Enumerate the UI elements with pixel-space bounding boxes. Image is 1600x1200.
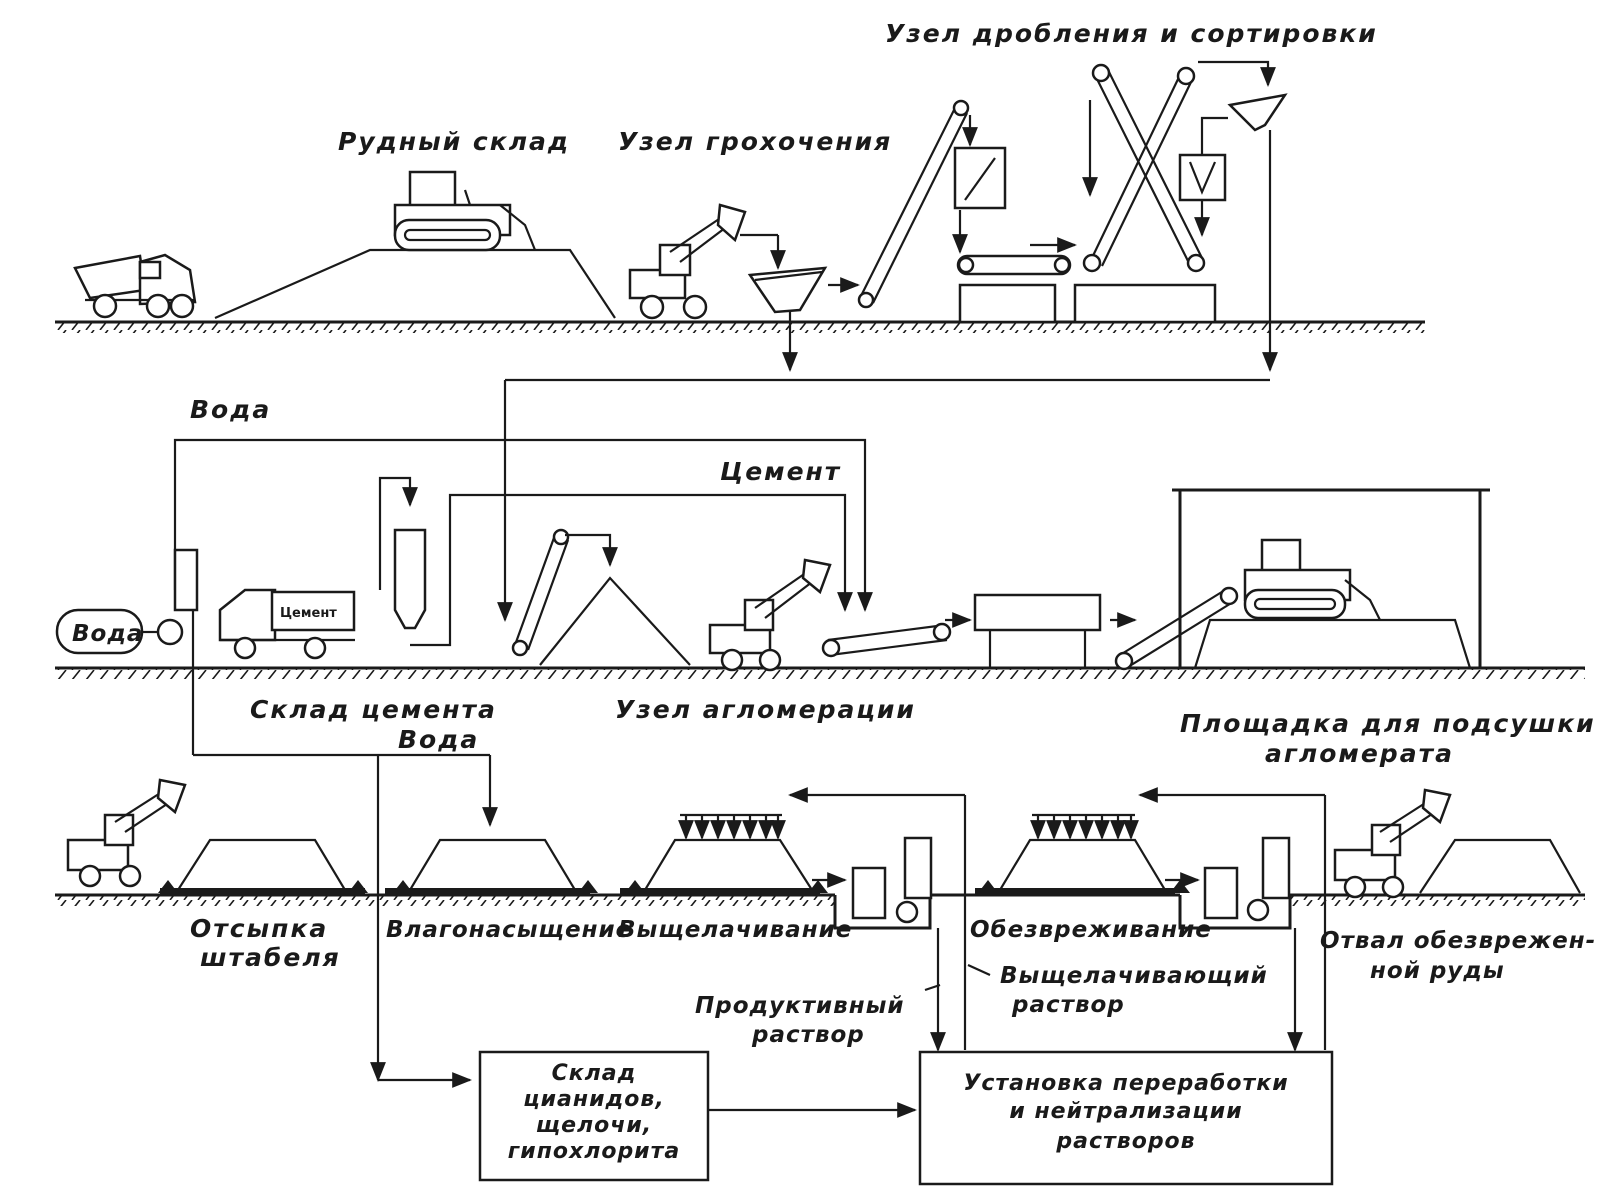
flow-line-solutions [708, 787, 1327, 1118]
reagents-storage-box: Склад цианидов, щелочи, гипохлорита [478, 1050, 710, 1182]
label-drying-pad-line1: Площадка для подсушки [1180, 709, 1596, 738]
pump-icon [142, 548, 199, 646]
excavator-icon [708, 558, 832, 672]
screen-icon [1073, 60, 1288, 372]
reagents-line4: гипохлорита [508, 1139, 680, 1164]
label-ore-storage: Рудный склад [338, 127, 570, 156]
processing-line1: Установка переработки [963, 1071, 1288, 1096]
label-rough-crushing: Узел грохочения [618, 127, 892, 156]
label-water-top: Вода [190, 395, 271, 424]
ground-level-1 [55, 320, 1425, 333]
reagents-line3: щелочи, [536, 1113, 652, 1138]
conveyor-icon [821, 593, 1137, 668]
label-neutralization: Обезвреживание [970, 917, 1212, 943]
flow-line-water [173, 438, 873, 1088]
saturation-pile [385, 838, 598, 894]
drying-pad-shed [1114, 488, 1490, 671]
conveyor-icon [857, 99, 970, 309]
processing-line2: и нейтрализации [1009, 1099, 1242, 1124]
reagents-line2: цианидов, [523, 1087, 664, 1112]
label-dump-line2: ной руды [1370, 958, 1505, 984]
label-crushing-sorting: Узел дробления и сортировки [885, 19, 1378, 48]
label-water-tank: Вода [72, 621, 143, 647]
ground-level-3 [55, 893, 1585, 930]
water-tank-icon: Вода [55, 608, 144, 655]
leaching-pile [620, 813, 828, 894]
bulldozer-icon [393, 170, 537, 252]
ore-storage-pile [214, 248, 616, 320]
label-cement-storage: Склад цемента [250, 695, 497, 724]
label-leach-solution-line1: Выщелачивающий [1000, 963, 1268, 989]
pump-icon [1165, 836, 1291, 922]
cement-truck-icon: Цемент [218, 588, 356, 660]
label-water-mid: Вода [398, 725, 479, 754]
label-productive-line1: Продуктивный [695, 993, 905, 1019]
silo-icon [378, 476, 853, 647]
excavator-icon [628, 203, 747, 320]
label-leaching: Выщелачивание [618, 917, 852, 943]
bulldozer-icon [1243, 538, 1381, 621]
reagents-line1: Склад [552, 1061, 637, 1086]
processing-line3: растворов [1055, 1129, 1195, 1154]
excavator-icon [66, 778, 187, 888]
label-heap-fill-line2: штабеля [200, 943, 341, 972]
neutralization-pile [975, 813, 1190, 894]
neutralized-ore-dump-pile [1419, 838, 1581, 894]
solution-processing-box: Установка переработки и нейтрализации ра… [918, 1050, 1334, 1186]
label-heap-fill-line1: Отсыпка [190, 914, 328, 943]
flow-line-ore-to-agglomeration [497, 378, 1270, 622]
crusher-icon [952, 115, 1077, 324]
label-dump-line1: Отвал обезврежен- [1320, 928, 1596, 954]
excavator-icon [1333, 788, 1452, 899]
ground-level-2 [55, 666, 1585, 679]
conveyor-icon [511, 528, 691, 666]
label-agglomeration: Узел агломерации [615, 695, 916, 724]
label-cement-truck: Цемент [280, 606, 337, 621]
label-productive-line2: раствор [751, 1022, 865, 1048]
label-drying-pad-line2: агломерата [1265, 739, 1454, 768]
label-saturation: Влагонасыщение [386, 917, 632, 943]
pump-icon [812, 836, 933, 924]
dump-truck-icon [73, 253, 197, 319]
heap-fill-pile [158, 838, 368, 894]
label-leach-solution-line2: раствор [1011, 992, 1125, 1018]
label-cement: Цемент [720, 457, 841, 486]
hopper-icon [740, 233, 860, 372]
